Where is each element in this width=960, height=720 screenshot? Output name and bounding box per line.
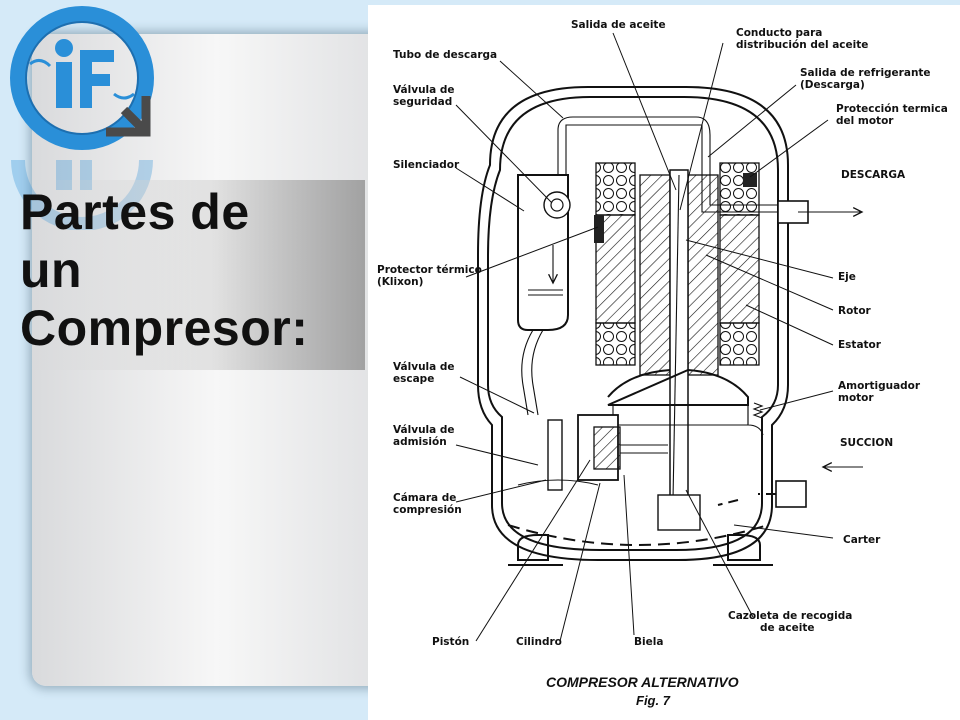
label-camara-compresion-line1: Cámara de (393, 492, 456, 504)
label-salida-aceite: Salida de aceite (571, 19, 666, 31)
label-conducto-line1: Conducto para (736, 27, 822, 39)
label-valvula-escape-line2: escape (393, 373, 434, 385)
compressor-feet (508, 534, 773, 566)
label-proteccion-termica-line1: Protección termica (836, 103, 948, 115)
muffler (517, 174, 604, 416)
label-valvula-seguridad-line1: Válvula de (393, 84, 455, 96)
label-proteccion-termica-line2: del motor (836, 115, 894, 127)
title-shade (20, 180, 365, 370)
leader-lines (455, 32, 834, 642)
label-valvula-escape-line1: Válvula de (393, 361, 455, 373)
motor-stator (595, 214, 760, 324)
compressor-diagram-panel: Salida de aceite Conducto para distribuc… (368, 5, 960, 720)
motor-damper (747, 402, 764, 436)
label-succion: SUCCION (840, 437, 893, 449)
label-protector-termico-line1: Protector térmico (377, 264, 482, 276)
label-cazoleta-line2: de aceite (760, 622, 814, 634)
label-salida-refrigerante-line2: (Descarga) (800, 79, 865, 91)
motor-rotor (639, 174, 719, 376)
label-estator: Estator (838, 339, 882, 351)
label-conducto-line2: distribución del aceite (736, 39, 868, 51)
label-silenciador: Silenciador (393, 159, 460, 171)
diagram-labels: Salida de aceite Conducto para distribuc… (377, 19, 948, 648)
suction-inlet (717, 467, 863, 508)
label-valvula-seguridad-line2: seguridad (393, 96, 452, 108)
label-amortiguador-line2: motor (838, 392, 874, 404)
label-protector-termico-line2: (Klixon) (377, 276, 423, 288)
stator-coils (595, 162, 760, 366)
figure-caption-number: Fig. 7 (636, 693, 671, 708)
label-cazoleta-line1: Cazoleta de recogida (728, 610, 852, 622)
cylinder-assembly (517, 414, 668, 491)
label-amortiguador-line1: Amortiguador (838, 380, 921, 392)
compressor-diagram: Salida de aceite Conducto para distribuc… (377, 19, 948, 708)
label-salida-refrigerante-line1: Salida de refrigerante (800, 67, 931, 79)
oil-sump-line (507, 524, 769, 546)
label-valvula-admision-line1: Válvula de (393, 424, 455, 436)
institution-logo (10, 6, 154, 150)
label-camara-compresion-line2: compresión (393, 504, 462, 516)
label-descarga: DESCARGA (841, 169, 906, 181)
label-valvula-admision-line2: admisión (393, 436, 447, 448)
label-cilindro: Cilindro (516, 636, 562, 648)
label-eje: Eje (838, 271, 856, 283)
label-carter: Carter (843, 534, 881, 546)
title-line-1: Partes de (20, 184, 250, 240)
title-line-2: un (20, 242, 83, 298)
label-piston: Pistón (432, 636, 469, 648)
label-tubo-descarga: Tubo de descarga (393, 49, 497, 61)
title-line-3: Compresor: (20, 300, 309, 356)
figure-caption-title: COMPRESOR ALTERNATIVO (546, 674, 739, 690)
slide-title: Partes de un Compresor: (20, 183, 308, 357)
label-biela: Biela (634, 636, 663, 648)
label-rotor: Rotor (838, 305, 872, 317)
